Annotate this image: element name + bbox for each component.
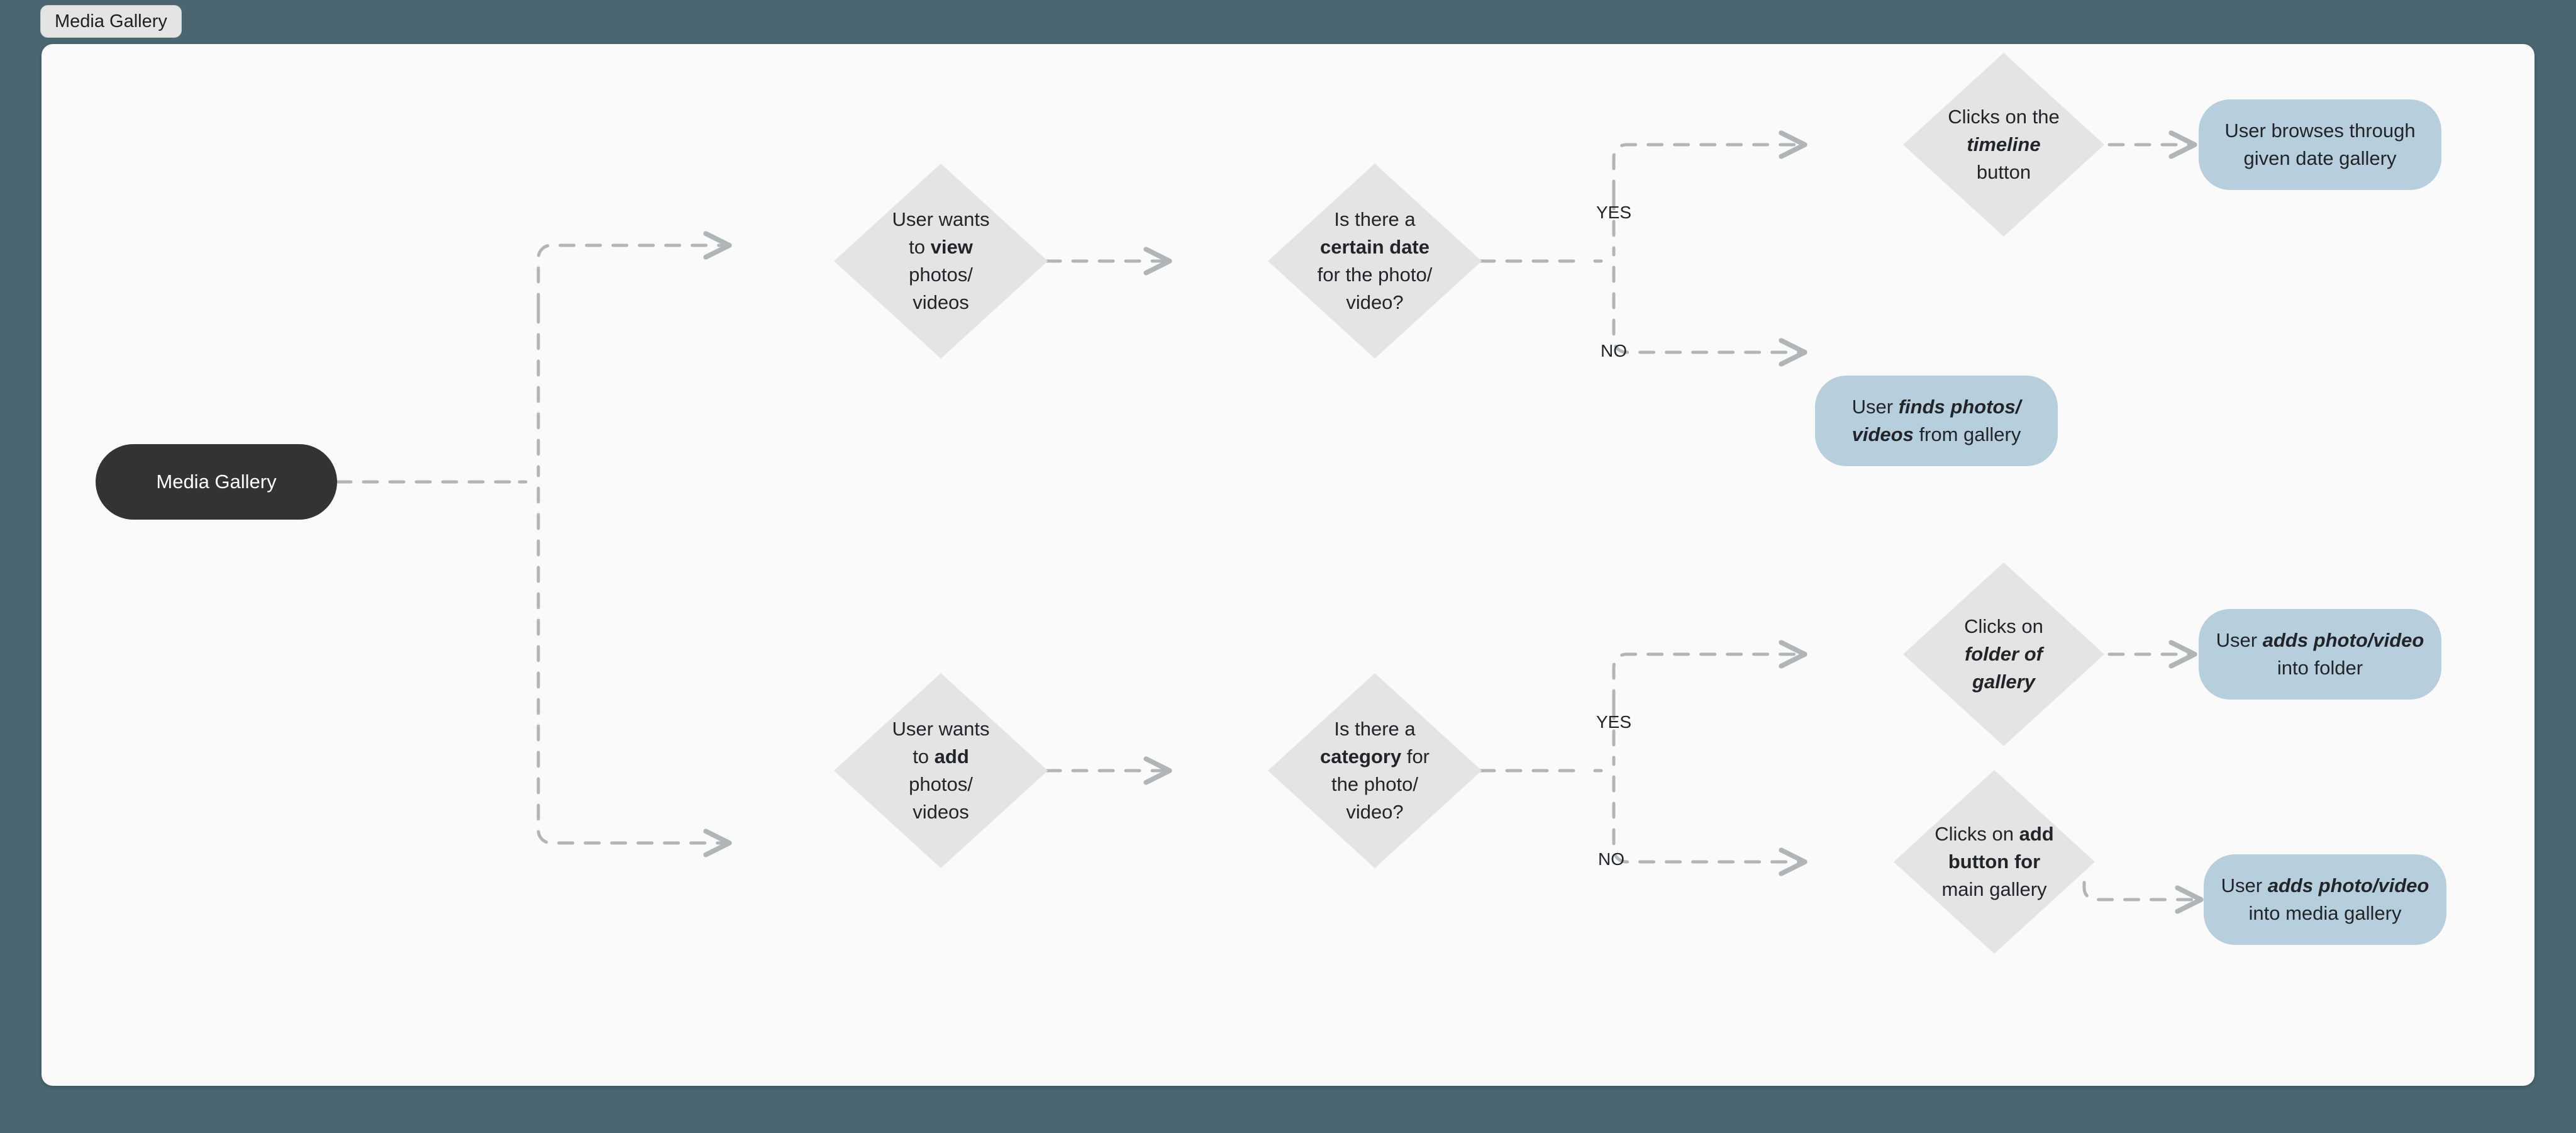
- edge-top-no: [1612, 265, 1802, 352]
- node-add-intent[interactable]: [834, 673, 1048, 868]
- node-date-question[interactable]: [1268, 164, 1482, 359]
- node-folder-action[interactable]: [1903, 562, 2104, 746]
- node-find-gallery-result[interactable]: [1815, 376, 2058, 466]
- node-timeline-action[interactable]: [1903, 53, 2104, 237]
- flowchart-svg: [96, 53, 2446, 954]
- edge-bottom-yes: [1612, 654, 1802, 706]
- node-layer: [96, 53, 2446, 954]
- node-add-folder-result[interactable]: [2199, 609, 2441, 700]
- connector-layer: [335, 145, 2199, 900]
- tab-bar: Media Gallery: [0, 0, 2576, 44]
- tab-media-gallery[interactable]: Media Gallery: [40, 5, 182, 38]
- node-add-main-result[interactable]: [2204, 854, 2446, 945]
- node-view-intent[interactable]: [834, 164, 1048, 359]
- edge-split-bottom: [536, 486, 727, 843]
- edge-bottom-no: [1612, 775, 1802, 862]
- node-category-question[interactable]: [1268, 673, 1482, 868]
- edge-top-yes: [1612, 145, 1802, 197]
- node-browse-date-result[interactable]: [2199, 99, 2441, 190]
- node-start[interactable]: [96, 444, 337, 520]
- node-add-button-action[interactable]: [1894, 770, 2095, 954]
- edge-split-top: [536, 245, 727, 310]
